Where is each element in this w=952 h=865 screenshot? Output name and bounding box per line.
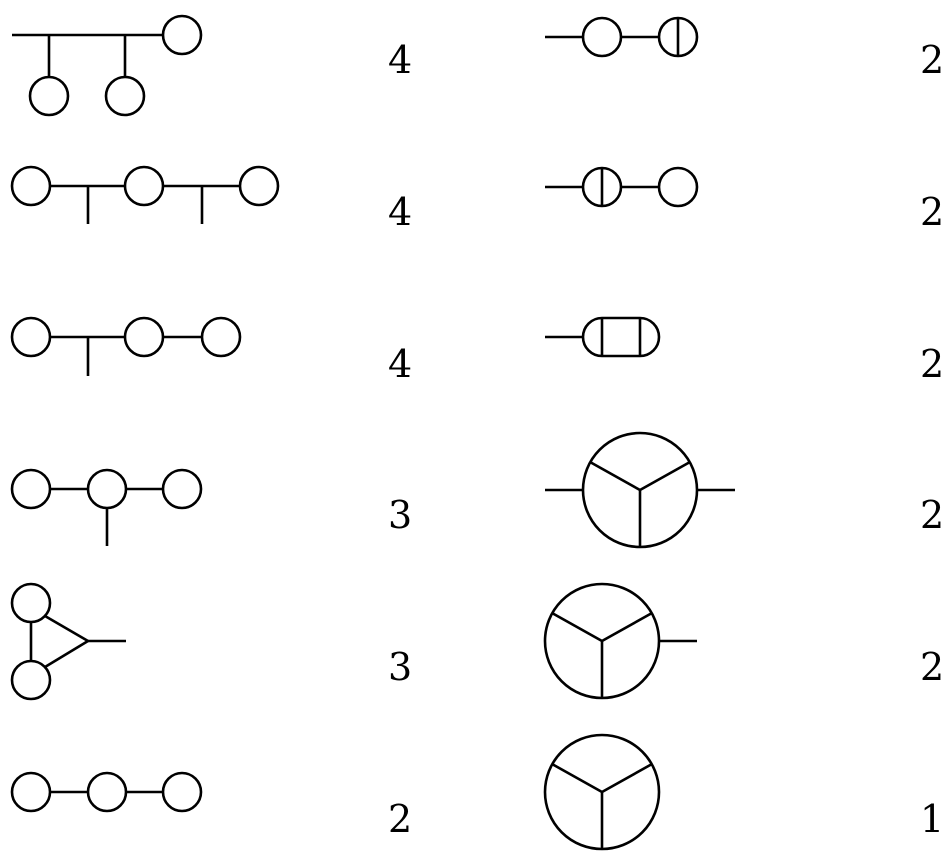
graph-right-1: [545, 16, 699, 58]
multiplicity-left-6: 2: [388, 797, 413, 841]
multiplicity-left-5: 3: [388, 645, 413, 689]
graph-left-1: [12, 14, 203, 117]
multiplicity-right-3: 2: [920, 342, 945, 386]
multiplicity-right-1: 2: [920, 38, 945, 82]
graph-left-6: [10, 771, 203, 813]
multiplicity-left-2: 4: [388, 190, 413, 234]
graph-left-3: [10, 316, 242, 376]
graph-right-5: [543, 582, 697, 700]
graph-left-2: [10, 165, 280, 224]
multiplicity-left-4: 3: [388, 493, 413, 537]
multiplicity-right-6: 1: [920, 797, 945, 841]
multiplicity-right-2: 2: [920, 190, 945, 234]
graph-right-4: [545, 431, 735, 549]
multiplicity-right-4: 2: [920, 493, 945, 537]
graph-left-4: [10, 468, 203, 546]
graph-right-6: [543, 733, 661, 851]
multiplicity-left-3: 4: [388, 342, 413, 386]
graph-left-5: [10, 582, 126, 701]
graph-right-2: [545, 166, 699, 208]
multiplicity-left-1: 4: [388, 38, 413, 82]
graph-right-3: [545, 316, 661, 358]
multiplicity-right-5: 2: [920, 645, 945, 689]
